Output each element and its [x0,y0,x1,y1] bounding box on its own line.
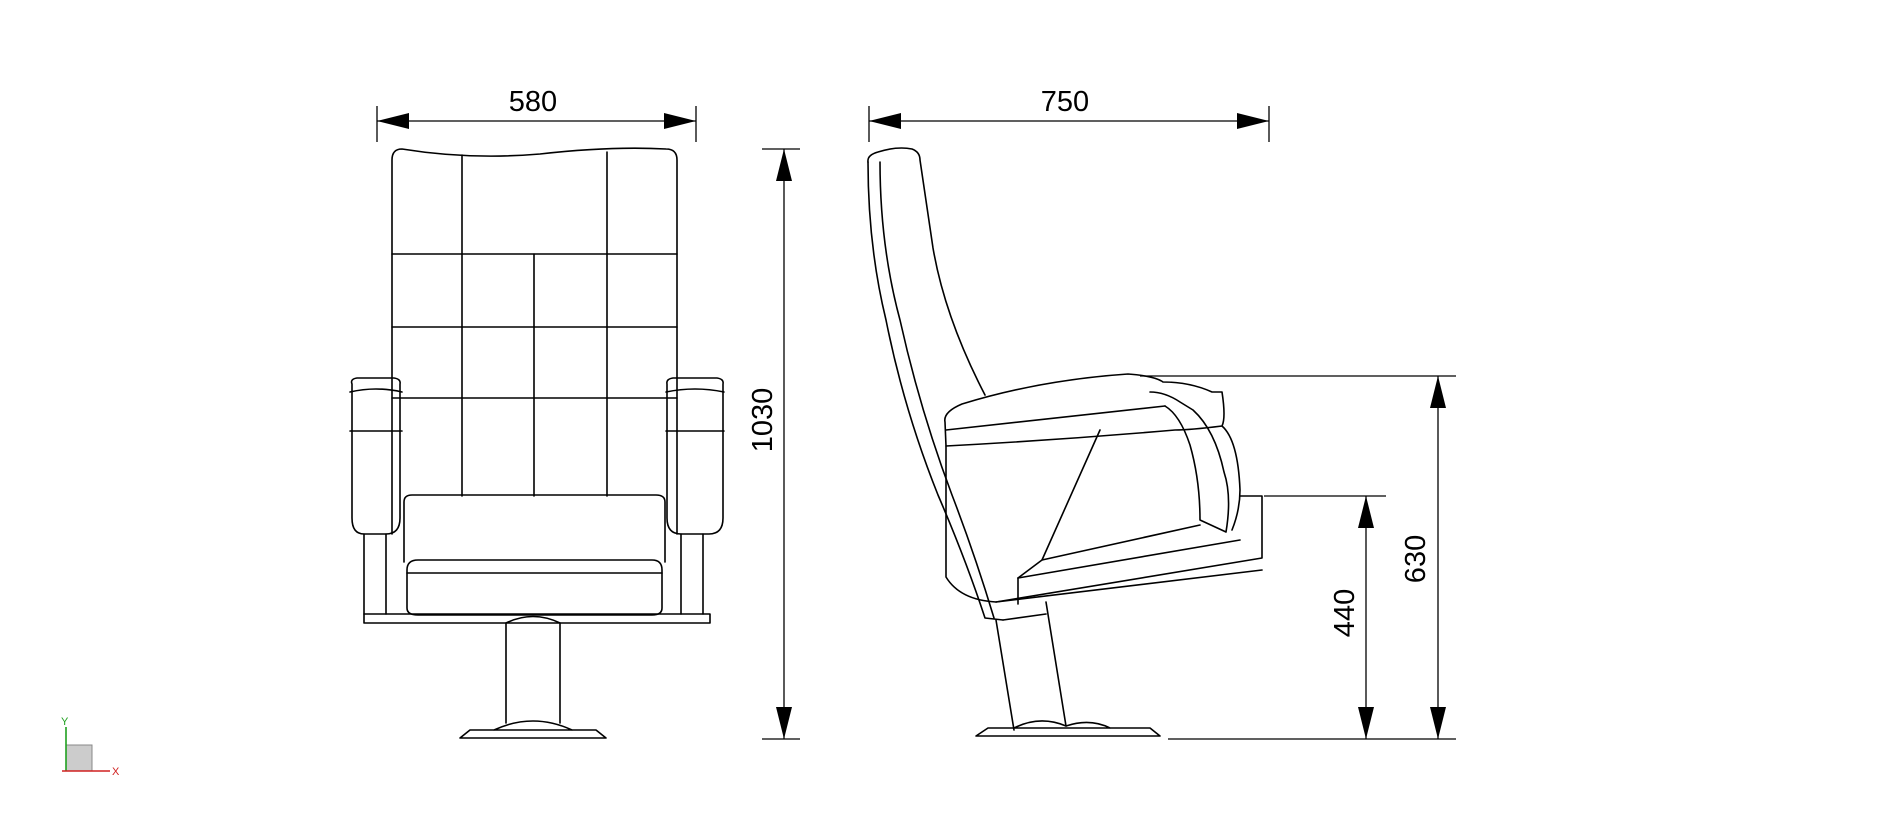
chair-front-view [349,147,725,739]
front-backrest-panels [391,151,678,497]
side-seat-cushion [944,373,1225,447]
dimension-630: 630 [1140,375,1456,740]
dimension-750-label: 750 [1041,86,1089,118]
front-left-armrest [349,377,403,615]
dimension-1030-label: 1030 [747,388,779,453]
ucs-axis-icon: Y X [61,716,120,778]
front-seat-cushion [403,494,666,563]
dimension-440: 440 [1264,495,1386,739]
dimension-580: 580 [376,86,697,142]
side-seat-body [945,445,1263,603]
front-pedestal [505,615,561,724]
side-backrest-profile [867,147,986,396]
dimension-750: 750 [868,86,1270,142]
ucs-box [65,744,93,772]
front-right-armrest [665,377,725,615]
side-leg [995,601,1067,731]
front-foot-plate [459,720,607,739]
dimension-440-label: 440 [1329,589,1361,637]
ucs-y-label: Y [61,716,69,728]
front-seat-front-rail [406,559,663,616]
ucs-x-label: X [112,766,120,778]
front-backrest-outline [391,147,678,535]
side-armrest [1149,391,1230,533]
side-foot-plate [975,720,1161,737]
front-base-rail [363,613,711,624]
dimension-580-label: 580 [509,86,557,118]
dimension-1030: 1030 [747,148,800,740]
dimension-630-label: 630 [1400,535,1432,583]
chair-side-view [867,147,1263,737]
